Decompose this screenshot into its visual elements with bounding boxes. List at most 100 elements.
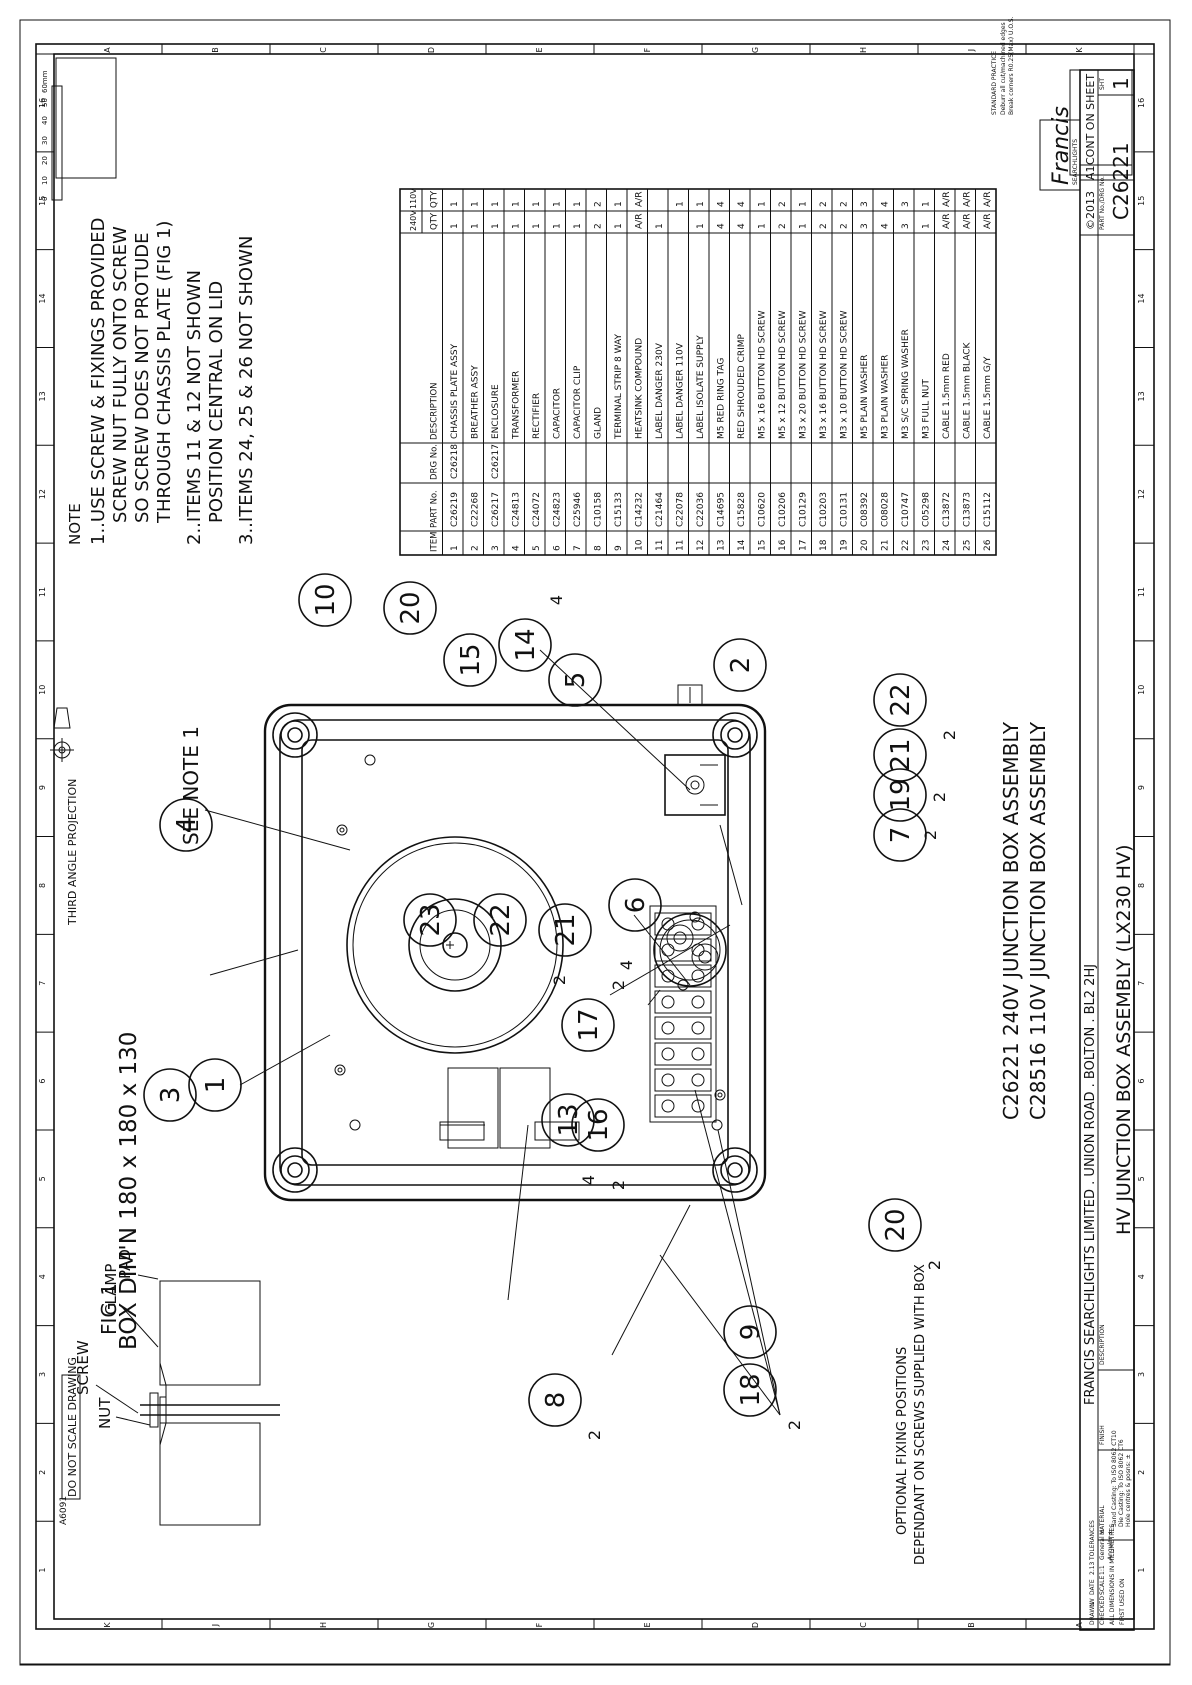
table-cell: C22268 bbox=[471, 492, 481, 527]
capacitor bbox=[647, 911, 727, 1006]
table-cell: 4 bbox=[717, 223, 727, 229]
table-cell: 6 bbox=[553, 545, 563, 551]
table-cell: C24072 bbox=[532, 492, 542, 527]
grid-number: 8 bbox=[1137, 883, 1146, 888]
table-cell: C25946 bbox=[573, 492, 583, 527]
table-cell: 1 bbox=[758, 223, 768, 229]
table-cell: 2 bbox=[819, 201, 829, 207]
table-cell: A/R bbox=[983, 214, 993, 229]
svg-text:Deburr all cut/machined edges: Deburr all cut/machined edges bbox=[1000, 22, 1007, 115]
svg-text:DESCRIPTION: DESCRIPTION bbox=[1099, 1324, 1106, 1365]
svg-text:2.13: 2.13 bbox=[1089, 1561, 1096, 1575]
balloon-item-14: 14 bbox=[498, 618, 552, 672]
table-cell: M5 x 16 BUTTON HD SCREW bbox=[758, 310, 768, 439]
balloon-number: 9 bbox=[736, 1324, 766, 1341]
balloon-qty: 2 bbox=[609, 980, 628, 990]
grid-number: 2 bbox=[38, 1470, 47, 1475]
fixing-hole bbox=[364, 754, 376, 766]
table-cell: 14 bbox=[737, 539, 747, 551]
grid-letter: J bbox=[211, 1624, 220, 1627]
svg-text:Sand Casting: To ISO 8062 CT10: Sand Casting: To ISO 8062 CT10 bbox=[1111, 1430, 1118, 1527]
table-cell: M5 x 12 BUTTON HD SCREW bbox=[778, 310, 788, 439]
table-cell: 2 bbox=[778, 223, 788, 229]
svg-text:STANDARD PRACTICE: STANDARD PRACTICE bbox=[991, 51, 998, 115]
table-cell: 4 bbox=[881, 201, 891, 207]
balloon-item-6: 64 bbox=[608, 878, 662, 970]
drawing-number: C26221 bbox=[1109, 142, 1133, 220]
balloon-number: 16 bbox=[584, 1108, 614, 1141]
table-cell: A/R bbox=[963, 214, 973, 229]
svg-text:TOLERANCES: TOLERANCES bbox=[1089, 1520, 1096, 1561]
table-cell: 1 bbox=[512, 223, 522, 229]
table-cell: CABLE 1.5mm BLACK bbox=[963, 341, 973, 439]
fig-1-title: FIG 1 bbox=[97, 1283, 121, 1335]
table-cell: 1 bbox=[471, 201, 481, 207]
balloon-qty: 4 bbox=[547, 595, 566, 605]
balloon-item-22: 222 bbox=[873, 673, 959, 740]
table-cell: 1 bbox=[491, 201, 501, 207]
table-cell: LABEL DANGER 110V bbox=[676, 342, 686, 439]
table-cell: 12 bbox=[696, 540, 706, 551]
table-cell: CAPACITOR bbox=[553, 388, 563, 439]
table-cell: M3 S/C SPRING WASHER bbox=[901, 329, 911, 439]
table-cell: 26 bbox=[983, 539, 993, 551]
balloon-qty: 2 bbox=[921, 830, 940, 840]
table-cell: C21464 bbox=[655, 492, 665, 527]
table-cell: A/R bbox=[942, 192, 952, 207]
fig-label-screw: SCREW bbox=[74, 1340, 92, 1395]
table-cell: CABLE 1.5mm RED bbox=[942, 353, 952, 439]
balloon-item-20: 20 bbox=[383, 581, 437, 635]
table-cell: 16 bbox=[778, 539, 788, 551]
table-cell: C26217 bbox=[491, 492, 501, 527]
grid-letter: G bbox=[427, 1622, 436, 1628]
grid-number: 16 bbox=[1137, 98, 1146, 108]
balloon-item-10: 10 bbox=[298, 573, 352, 627]
grid-number: 10 bbox=[1137, 685, 1146, 695]
table-cell: 1 bbox=[532, 223, 542, 229]
revision-table bbox=[1079, 69, 1135, 181]
table-cell: 3 bbox=[860, 223, 870, 229]
balloon-item-1: 1 bbox=[188, 1058, 242, 1112]
balloon-number: 23 bbox=[416, 903, 446, 936]
grid-number: 2 bbox=[1137, 1470, 1146, 1475]
table-cell: 3 bbox=[901, 201, 911, 207]
table-cell: C15133 bbox=[614, 492, 624, 527]
sheet-outer-border bbox=[19, 19, 1171, 1666]
balloon-number: 7 bbox=[886, 827, 916, 844]
balloon-number: 4 bbox=[172, 817, 202, 834]
table-cell: CHASSIS PLATE ASSY bbox=[450, 343, 460, 439]
svg-text:Angular ±: Angular ± bbox=[1107, 1530, 1114, 1560]
table-cell: M3 FULL NUT bbox=[922, 379, 932, 439]
table-cell: C10620 bbox=[758, 492, 768, 527]
grid-number: 1 bbox=[38, 1568, 47, 1573]
table-cell: 4 bbox=[717, 201, 727, 207]
table-cell: C24823 bbox=[553, 492, 563, 527]
balloon-number: 21 bbox=[551, 913, 581, 946]
table-cell: RECTIFIER bbox=[532, 393, 542, 439]
table-cell: 1 bbox=[471, 223, 481, 229]
table-cell: C15828 bbox=[737, 492, 747, 527]
svg-text:Hole centres & posns: ±: Hole centres & posns: ± bbox=[1125, 1454, 1132, 1527]
logo-subtext: SEARCHLIGHTS bbox=[1072, 139, 1079, 185]
table-cell: 2 bbox=[778, 201, 788, 207]
grid-number: 14 bbox=[1137, 293, 1146, 303]
rectifier bbox=[664, 754, 726, 816]
table-cell: M3 x 20 BUTTON HD SCREW bbox=[799, 310, 809, 439]
balloon-item-2: 2 bbox=[713, 638, 767, 692]
table-cell: 1 bbox=[676, 201, 686, 207]
grid-number: 3 bbox=[38, 1372, 47, 1377]
svg-text:MATERIAL: MATERIAL bbox=[1099, 1505, 1106, 1535]
balloon-qty: 4 bbox=[579, 1175, 598, 1185]
balloon-number: 15 bbox=[456, 643, 486, 676]
do-not-scale-label: DO NOT SCALE DRAWING bbox=[66, 1357, 79, 1497]
grid-letter: K bbox=[103, 1622, 112, 1628]
table-cell: 1 bbox=[450, 201, 460, 207]
table-cell: 1 bbox=[512, 201, 522, 207]
sheet-number: 1 bbox=[1109, 77, 1133, 90]
balloon-item-18: 182 bbox=[723, 1363, 804, 1430]
balloon-number: 19 bbox=[886, 778, 916, 811]
grid-number: 9 bbox=[1137, 785, 1146, 790]
table-cell: M5 PLAIN WASHER bbox=[860, 355, 870, 439]
title-block: FRANCIS SEARCHLIGHTS LIMITED . UNION ROA… bbox=[1079, 69, 1135, 1631]
